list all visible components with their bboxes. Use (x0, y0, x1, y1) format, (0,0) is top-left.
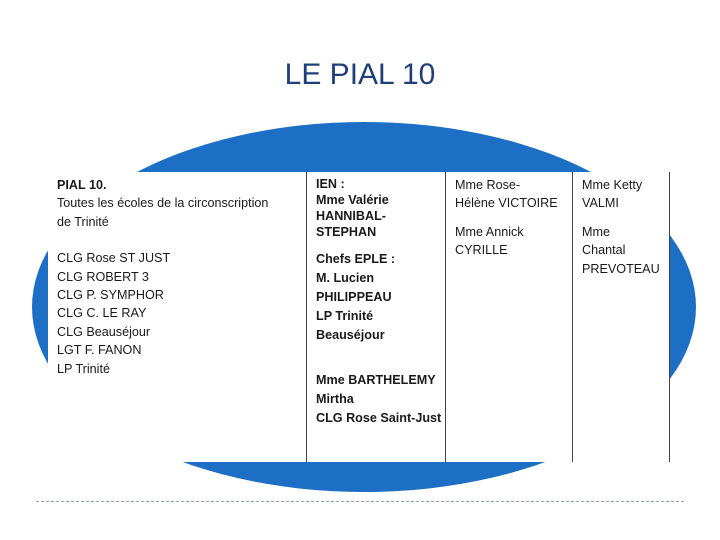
referent-name: Mme Ketty (582, 178, 643, 192)
referent-name: PREVOTEAU (582, 261, 660, 276)
intro-line: Toutes les écoles de la circonscription (57, 196, 269, 211)
intro-line: de Trinité (57, 214, 109, 229)
coordinators-column: Mme Rose- Hélène VICTOIRE Mme Annick CYR… (445, 172, 572, 462)
school-item: CLG P. SYMPHOR (57, 288, 164, 303)
clg-contact: Mme BARTHELEMY (316, 373, 436, 387)
slide-title: LE PIAL 10 (284, 58, 436, 91)
clg-contact: CLG Rose Saint-Just (316, 411, 442, 425)
coordinator-name: Hélène VICTOIRE (455, 196, 558, 211)
chef-name: PHILIPPEAU (316, 290, 392, 304)
pial-table: PIAL 10. Toutes les écoles de la circons… (48, 172, 670, 462)
referent-name: Chantal (582, 243, 626, 258)
school-item: CLG Rose ST JUST (57, 251, 171, 266)
school-item: LP Trinité (57, 361, 110, 376)
ien-name: HANNIBAL- (316, 209, 386, 223)
pial-heading: PIAL 10. (57, 178, 107, 192)
referent-name: Mme (582, 224, 610, 239)
pilots-column: IEN : Mme Valérie HANNIBAL- STEPHAN Chef… (306, 172, 445, 462)
ien-name: STEPHAN (316, 225, 377, 239)
schools-column: PIAL 10. Toutes les écoles de la circons… (48, 172, 306, 462)
school-item: CLG Beauséjour (57, 324, 151, 339)
clg-contact: Mirtha (316, 392, 354, 406)
ien-name: Mme Valérie (316, 193, 389, 207)
chef-school: Beauséjour (316, 328, 385, 342)
school-item: LGT F. FANON (57, 343, 142, 358)
referent-name: VALMI (582, 196, 619, 211)
coordinator-name: Mme Rose- (455, 178, 521, 192)
dashed-divider (36, 501, 684, 502)
chef-school: LP Trinité (316, 309, 374, 323)
school-item: CLG C. LE RAY (57, 306, 147, 321)
chefs-label: Chefs EPLE : (316, 252, 396, 266)
ien-label: IEN : (316, 177, 345, 191)
referents-column: Mme Ketty VALMI Mme Chantal PREVOTEAU (572, 172, 670, 462)
coordinator-name: Mme Annick (455, 224, 524, 239)
coordinator-name: CYRILLE (455, 243, 508, 258)
school-item: CLG ROBERT 3 (57, 269, 149, 284)
chef-name: M. Lucien (316, 271, 375, 285)
